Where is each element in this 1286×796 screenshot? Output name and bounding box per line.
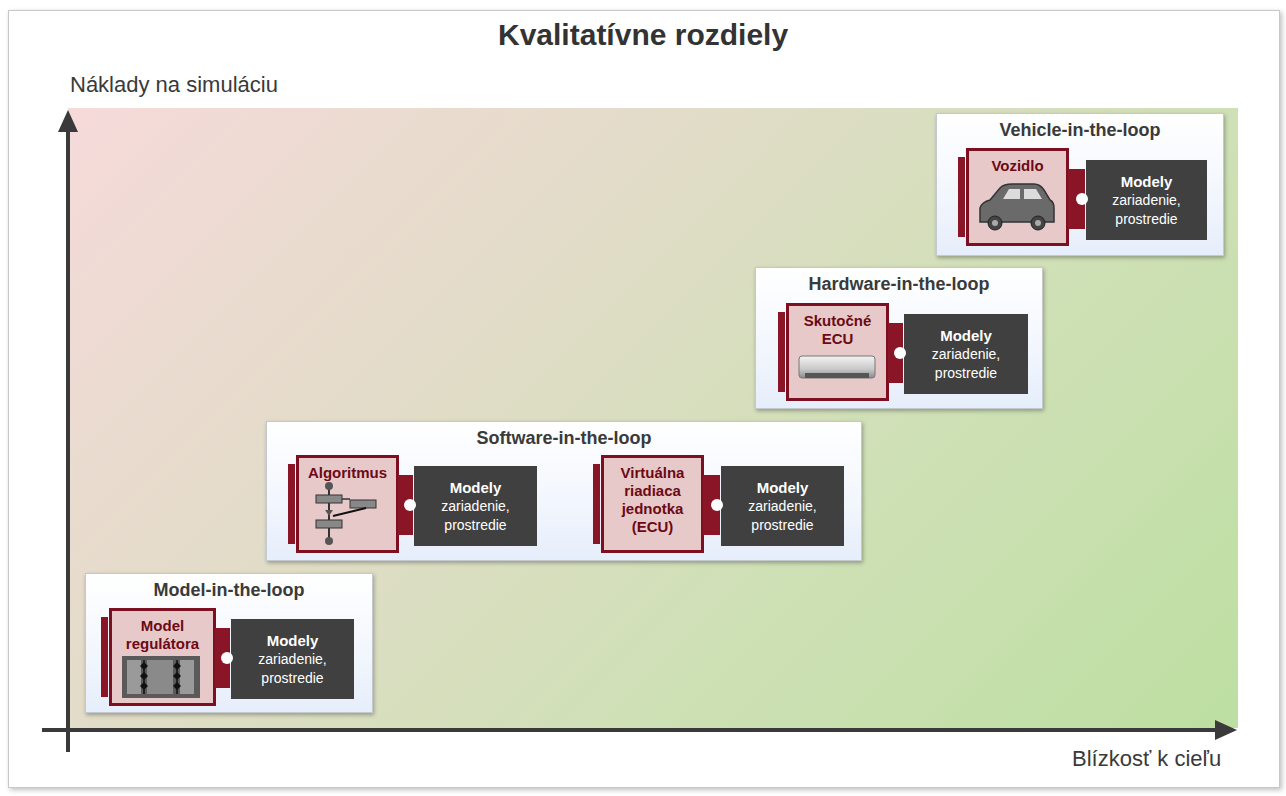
- box-heading: Virtuálna riadiaca jednotka (ECU): [606, 464, 699, 536]
- stage-title: Software-in-the-loop: [267, 428, 861, 449]
- models-box: Modelyzariadenie, prostredie: [721, 466, 844, 546]
- box-heading: Vozidlo: [971, 157, 1064, 175]
- ecu-icon: [799, 356, 875, 378]
- unit-under-test-box: Skutočné ECU: [786, 303, 889, 401]
- box-heading: Algoritmus: [301, 464, 394, 482]
- stage-title: Hardware-in-the-loop: [756, 274, 1042, 295]
- stage-panel: Hardware-in-the-loopSkutočné ECU Modelyza…: [755, 267, 1043, 409]
- box-heading: Modely: [757, 478, 809, 497]
- models-box: Modelyzariadenie, prostredie: [414, 466, 537, 546]
- stage-title: Vehicle-in-the-loop: [937, 120, 1223, 141]
- models-box: Modelyzariadenie, prostredie: [904, 314, 1028, 394]
- box-body: zariadenie, prostredie: [1092, 191, 1201, 229]
- stage-panel: Model-in-the-loopModel regulátora Modelyz…: [85, 573, 373, 713]
- controller-icon: [122, 656, 200, 698]
- unit-under-test-box: Virtuálna riadiaca jednotka (ECU): [601, 455, 704, 553]
- box-body: zariadenie, prostredie: [237, 650, 348, 688]
- axis-label: Blízkosť k cieľu: [1072, 746, 1221, 772]
- box-heading: Model regulátora: [114, 617, 211, 653]
- puzzle-tabs: [101, 157, 1088, 697]
- diagram-title: Kvalitatívne rozdiely: [498, 18, 788, 52]
- models-box: Modelyzariadenie, prostredie: [1086, 160, 1207, 240]
- box-heading: Modely: [940, 326, 992, 345]
- axis-label: Náklady na simuláciu: [70, 72, 278, 98]
- stage-title: Model-in-the-loop: [86, 580, 372, 601]
- box-body: zariadenie, prostredie: [420, 497, 531, 535]
- unit-under-test-box: Model regulátora: [109, 608, 216, 706]
- stage-panel: Vehicle-in-the-loopVozidloModelyzariaden…: [936, 113, 1224, 256]
- unit-under-test-box: Vozidlo: [966, 148, 1069, 246]
- car-icon: [980, 184, 1054, 230]
- stage-panel: Software-in-the-loopAlgoritmusModelyzari…: [266, 421, 862, 561]
- box-heading: Modely: [267, 631, 319, 650]
- box-body: zariadenie, prostredie: [727, 497, 838, 535]
- box-heading: Skutočné ECU: [791, 312, 884, 348]
- box-heading: Modely: [1121, 172, 1173, 191]
- box-body: zariadenie, prostredie: [910, 345, 1022, 383]
- algorithm-icon: [316, 482, 376, 545]
- box-heading: Modely: [450, 478, 502, 497]
- unit-under-test-box: Algoritmus: [296, 455, 399, 553]
- models-box: Modelyzariadenie, prostredie: [231, 619, 354, 699]
